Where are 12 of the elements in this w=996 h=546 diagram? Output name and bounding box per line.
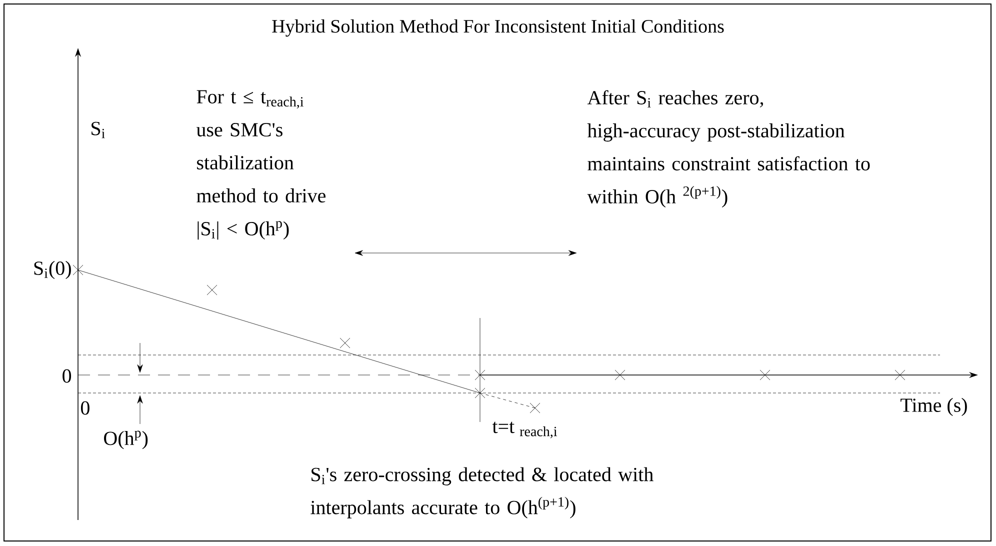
time-label: t=t $_{reach,i}$ <box>492 422 558 438</box>
axis-label: S$_{i}$ <box>92 122 105 138</box>
tick-label: 0 <box>80 401 90 415</box>
tick-label: 0 <box>62 369 72 383</box>
annotation-text: After S$_{i}$ reaches zero, high-accuracy post-stabilization maintains constraint satisfaction to within O(h $^{2(p+1)}$) <box>587 90 870 208</box>
title: Hybrid Solution Method For Inconsistent Initial Conditions <box>272 19 724 37</box>
double-arrow <box>354 250 577 256</box>
value-label: S$_{i}$(0) <box>34 260 71 280</box>
dimension-label: O(h$^{p}$) <box>104 430 148 450</box>
annotation-text: For t ≤ t$_{reach,i}$ use SMC's stabilization method to drive |S$_{i}$| < O(h$^{p}$) <box>196 90 326 240</box>
caption-text: S$_{i}$'s zero-crossing detected & located with interpolants accurate to O(h$^{(p+1)}$) <box>310 467 654 518</box>
axis-label: Time (s) <box>900 398 967 416</box>
